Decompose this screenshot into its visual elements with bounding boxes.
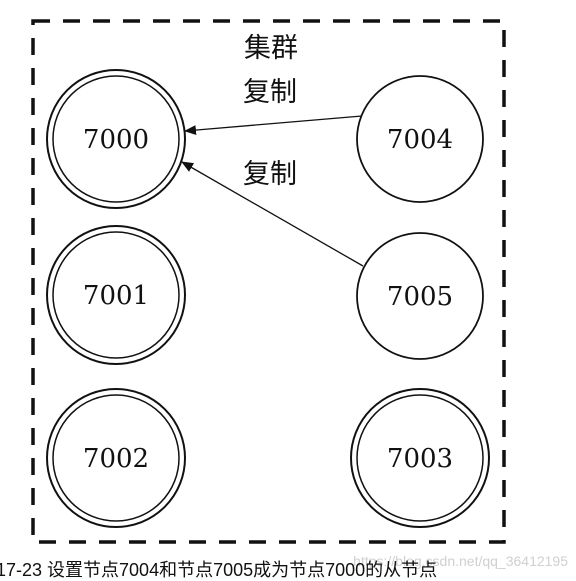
node-label-7005: 7005 — [387, 282, 453, 312]
node-7001: 7001 — [46, 225, 186, 365]
node-7000: 7000 — [46, 69, 186, 209]
node-label-7001: 7001 — [83, 281, 149, 311]
node-7004: 7004 — [356, 75, 484, 203]
edge-7005-to-7000 — [181, 161, 364, 267]
node-7005: 7005 — [356, 232, 484, 360]
watermark-text: https://blog.csdn.net/qq_36412195 — [353, 553, 568, 569]
cluster-boundary — [31, 19, 506, 544]
node-label-7004: 7004 — [387, 125, 453, 155]
edge-label-7004-7000: 复制 — [243, 77, 297, 108]
edge-label-7005-7000: 复制 — [243, 159, 297, 190]
node-7002: 7002 — [46, 388, 186, 528]
cluster-label: 集群 — [244, 33, 298, 64]
node-label-7002: 7002 — [83, 444, 149, 474]
node-7003: 7003 — [350, 388, 490, 528]
figure-caption: 图17-23 设置节点7004和节点7005成为节点7000的从节点 — [0, 560, 437, 580]
node-label-7003: 7003 — [387, 444, 453, 474]
node-label-7000: 7000 — [83, 125, 149, 155]
edge-7004-to-7000 — [184, 115, 363, 136]
